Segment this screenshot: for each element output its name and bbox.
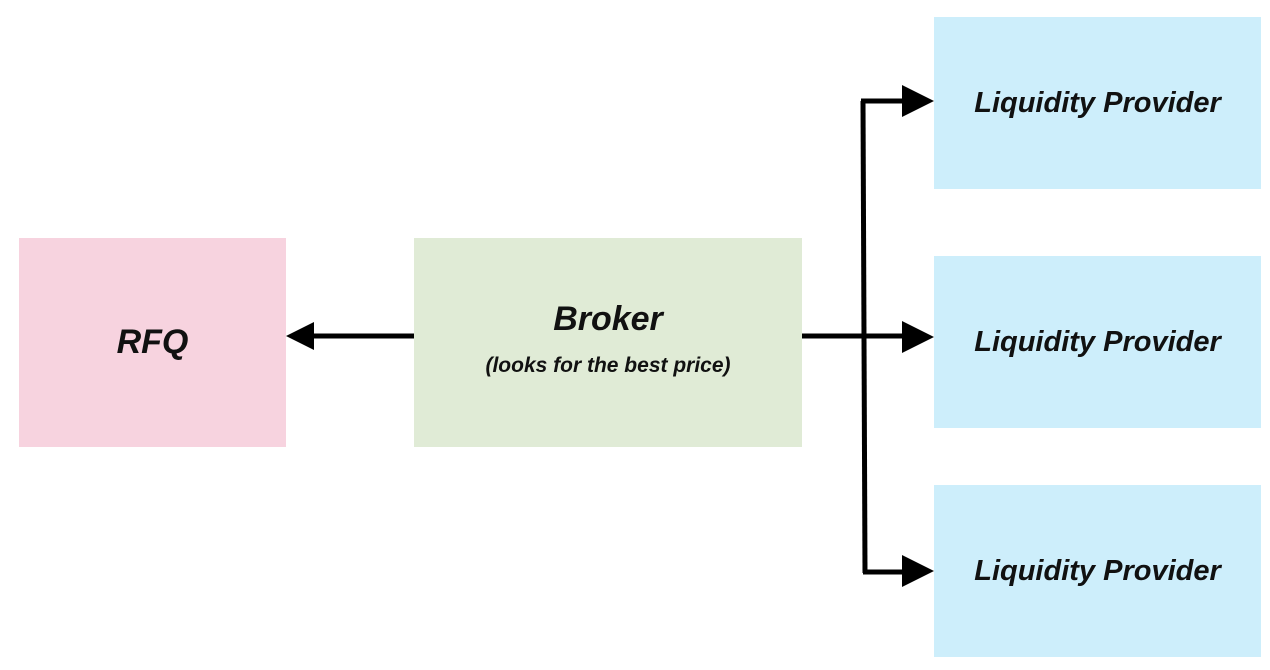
liquidity-provider-label: Liquidity Provider	[974, 325, 1221, 358]
liquidity-provider-node-3: Liquidity Provider	[934, 485, 1261, 657]
liquidity-provider-node-1: Liquidity Provider	[934, 17, 1261, 189]
arrowhead-lp-2	[902, 321, 934, 353]
arrowhead-lp-3	[902, 555, 934, 587]
rfq-label: RFQ	[116, 323, 189, 361]
liquidity-provider-node-2: Liquidity Provider	[934, 256, 1261, 428]
liquidity-provider-label: Liquidity Provider	[974, 86, 1221, 119]
arrowhead-lp-1	[902, 85, 934, 117]
broker-sublabel: (looks for the best price)	[485, 354, 731, 378]
broker-label: Broker	[553, 299, 663, 338]
liquidity-provider-label: Liquidity Provider	[974, 554, 1221, 587]
arrowhead-rfq	[286, 322, 314, 350]
rfq-node: RFQ	[19, 238, 286, 447]
connector-trunk	[860, 100, 868, 574]
broker-node: Broker (looks for the best price)	[414, 238, 802, 447]
